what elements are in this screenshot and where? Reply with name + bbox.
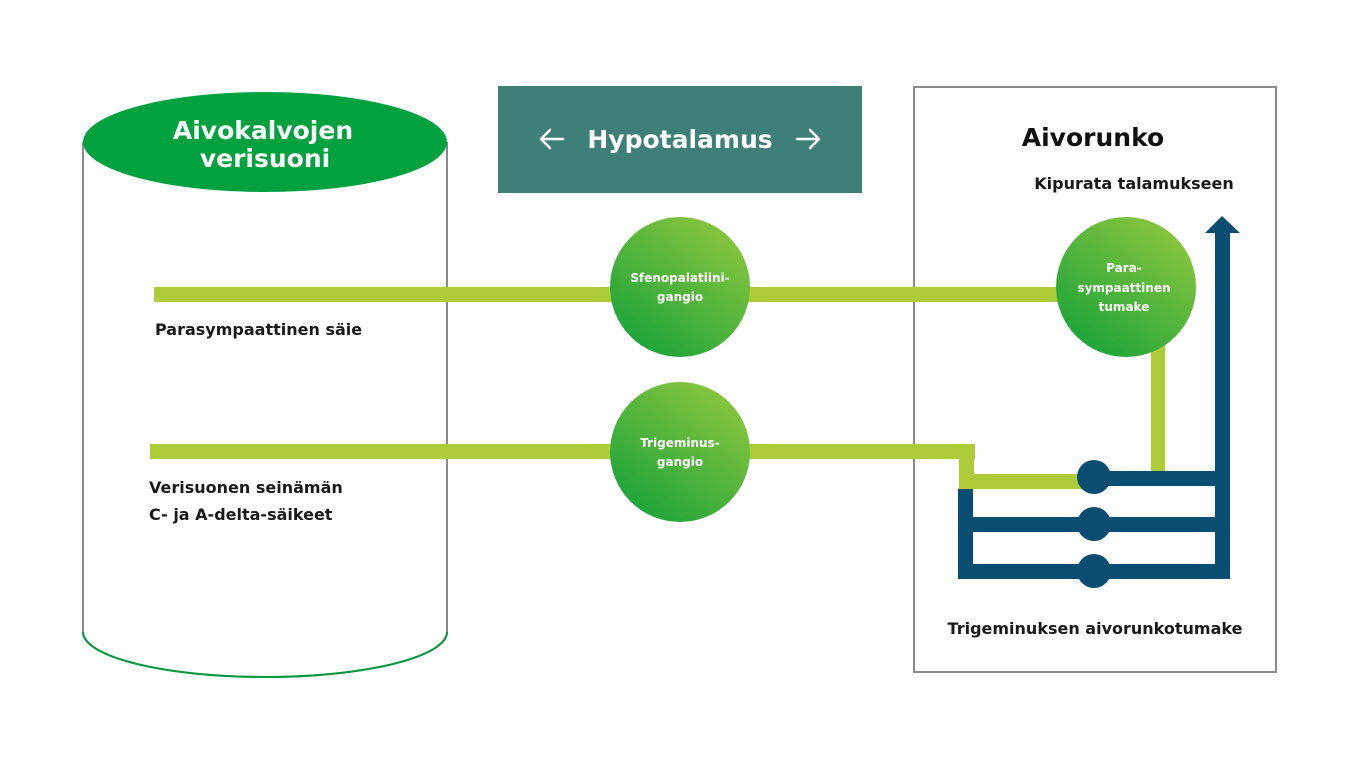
sphenopalatine-label-line2: gangio [657, 290, 703, 304]
blood-vessel-cylinder: Aivokalvojen verisuoni [82, 92, 448, 678]
arrow-right-icon [795, 128, 821, 150]
brainstem-title: Aivorunko [1022, 123, 1164, 152]
arrow-up-icon [1205, 216, 1240, 233]
nucleus-label-line2: sympaattinen [1077, 281, 1170, 295]
synapse-node [1077, 507, 1111, 541]
vessel-wall-fiber [150, 444, 1095, 489]
trigeminal-nucleus-network [958, 216, 1240, 588]
vessel-title-line1: Aivokalvojen [173, 116, 353, 145]
parasympathetic-fiber-label: Parasympaattinen säie [155, 320, 362, 339]
hypothalamus-box: Hypotalamus [498, 86, 862, 193]
trigeminal-label-line1: Trigeminus- [640, 436, 719, 450]
pain-pathway-label: Kipurata talamukseen [1034, 174, 1233, 193]
vessel-title-line2: verisuoni [200, 144, 330, 173]
vessel-top-ellipse [83, 92, 447, 192]
sphenopalatine-label-line1: Sfenopalatiini- [630, 271, 729, 285]
sphenopalatine-ganglion: Sfenopalatiini- gangio [610, 217, 750, 357]
nucleus-label-line3: tumake [1099, 300, 1150, 314]
vessel-wall-fiber-label-line1: Verisuonen seinämän [149, 478, 343, 497]
parasympathetic-nucleus: Para- sympaattinen tumake [1056, 217, 1196, 357]
trigeminal-label-line2: gangio [657, 455, 703, 469]
vessel-wall-fiber-label-line2: C- ja A-delta-säikeet [149, 505, 333, 524]
synapse-node [1077, 460, 1111, 494]
hypothalamus-label: Hypotalamus [587, 125, 772, 154]
trigeminal-ganglion: Trigeminus- gangio [610, 382, 750, 522]
vessel-bottom-rim [82, 631, 448, 678]
trigeminal-nucleus-label: Trigeminuksen aivorunkotumake [948, 619, 1243, 638]
arrow-left-icon [539, 128, 565, 150]
nucleus-label-line1: Para- [1106, 261, 1142, 275]
synapse-node [1077, 554, 1111, 588]
